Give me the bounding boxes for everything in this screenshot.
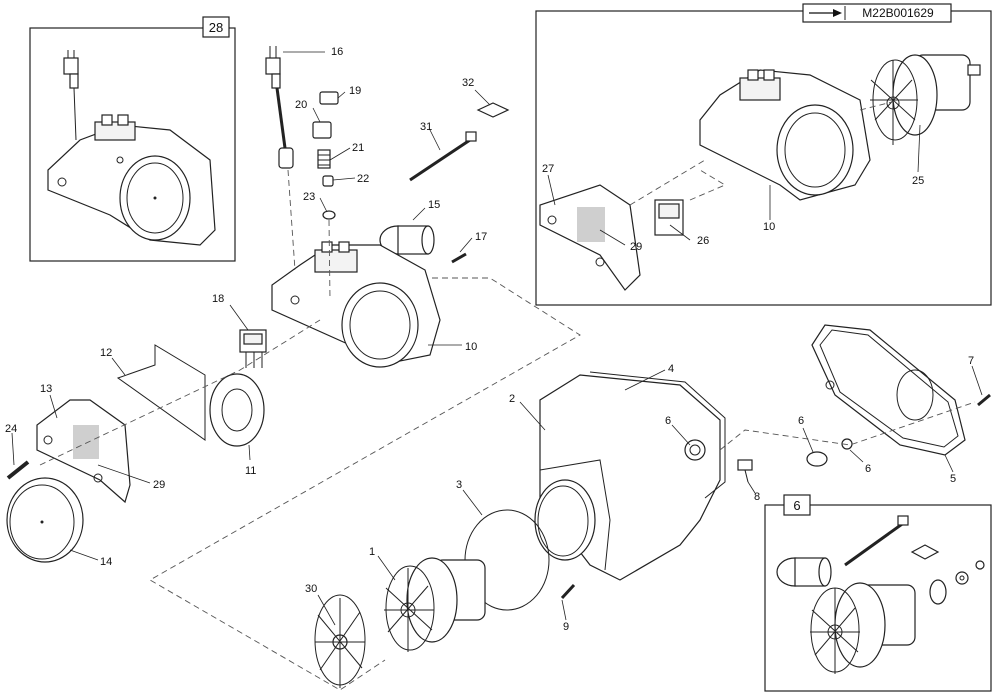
blower-housing-2 [534, 371, 726, 581]
end-plate-inset-27 [539, 184, 641, 291]
callout-24: 24 [5, 423, 17, 435]
callout-3: 3 [456, 479, 462, 491]
callout-15: 15 [428, 199, 440, 211]
callout-30: 30 [305, 583, 317, 595]
callout-6-small: 6 [865, 463, 871, 475]
inset-box-6: 6 [764, 494, 992, 692]
screw-9 [560, 583, 576, 600]
callout-10-inset: 10 [763, 221, 775, 233]
tie-mount-32 [476, 102, 510, 118]
callout-21: 21 [352, 142, 364, 154]
callout-25: 25 [912, 175, 924, 187]
inset-box-28: 28 [29, 16, 236, 262]
spring-21 [317, 149, 331, 169]
fan-housing-assembly-28 [47, 114, 216, 246]
cap-20 [312, 121, 332, 139]
callout-11: 11 [245, 465, 256, 477]
callout-10-main: 10 [465, 341, 477, 353]
power-cord-16 [265, 46, 294, 169]
housing-inset-10 [699, 69, 871, 201]
callout-19: 19 [349, 85, 361, 97]
gasket-12 [116, 344, 206, 441]
power-cord-assembly-28 [63, 50, 79, 141]
inset-28-label: 28 [209, 20, 223, 35]
inset-28-tag [202, 16, 230, 38]
callout-29-main: 29 [153, 479, 165, 491]
cable-tie-31 [409, 131, 477, 182]
assembly-lines [39, 169, 976, 691]
callout-5: 5 [950, 473, 956, 485]
bushing-22 [322, 175, 334, 187]
knob-19 [319, 91, 339, 105]
callout-22: 22 [357, 173, 369, 185]
inset-box-reference: M22B001629 [535, 3, 992, 306]
capacitor-inset [776, 557, 832, 587]
washer-6-large [806, 451, 828, 467]
inset-6-tag [783, 494, 811, 516]
capacitor-15 [379, 225, 435, 255]
screw-17 [451, 252, 467, 264]
tie-mount-inset [910, 544, 940, 560]
cable-tie-inset [844, 515, 909, 567]
callout-2: 2 [509, 393, 515, 405]
motor-inset-6 [810, 560, 985, 674]
callout-4: 4 [668, 363, 674, 375]
fan-housing-10 [271, 241, 441, 368]
end-plate-13 [36, 399, 131, 504]
screw-7 [977, 393, 991, 407]
switch-18 [239, 329, 267, 368]
callout-23: 23 [303, 191, 315, 203]
motor-inset-25 [870, 54, 981, 145]
inset-6-label: 6 [793, 498, 800, 513]
washer-23 [322, 210, 336, 220]
callout-8: 8 [754, 491, 760, 503]
arrow-right-icon [833, 9, 842, 17]
callout-27: 27 [542, 163, 554, 175]
callout-6-washer: 6 [798, 415, 804, 427]
callout-7: 7 [968, 355, 974, 367]
fan-30 [314, 594, 366, 688]
motor-1 [384, 557, 486, 652]
callout-20: 20 [295, 99, 307, 111]
callout-18: 18 [212, 293, 224, 305]
callout-29-inset: 29 [630, 241, 642, 253]
leader-lines [11, 51, 983, 626]
callout-6-housing: 6 [665, 415, 671, 427]
reference-code: M22B001629 [862, 6, 934, 20]
callout-26: 26 [697, 235, 709, 247]
callout-9: 9 [563, 621, 569, 633]
callout-13: 13 [40, 383, 52, 395]
screw-8 [737, 459, 753, 483]
callout-31: 31 [420, 121, 432, 133]
cover-5 [811, 324, 966, 456]
callout-32: 32 [462, 77, 474, 89]
filter-cap-14 [6, 477, 84, 563]
callout-17: 17 [475, 231, 487, 243]
callout-1: 1 [369, 546, 375, 558]
callout-labels: 16 19 20 21 22 23 15 17 31 32 10 18 12 1… [5, 46, 974, 633]
switch-inset-26 [654, 199, 684, 236]
callout-12: 12 [100, 347, 112, 359]
screw-24 [6, 460, 30, 480]
callout-16: 16 [331, 46, 343, 58]
reference-tag [802, 3, 952, 23]
callout-14: 14 [100, 556, 112, 568]
ring-11 [209, 373, 265, 447]
